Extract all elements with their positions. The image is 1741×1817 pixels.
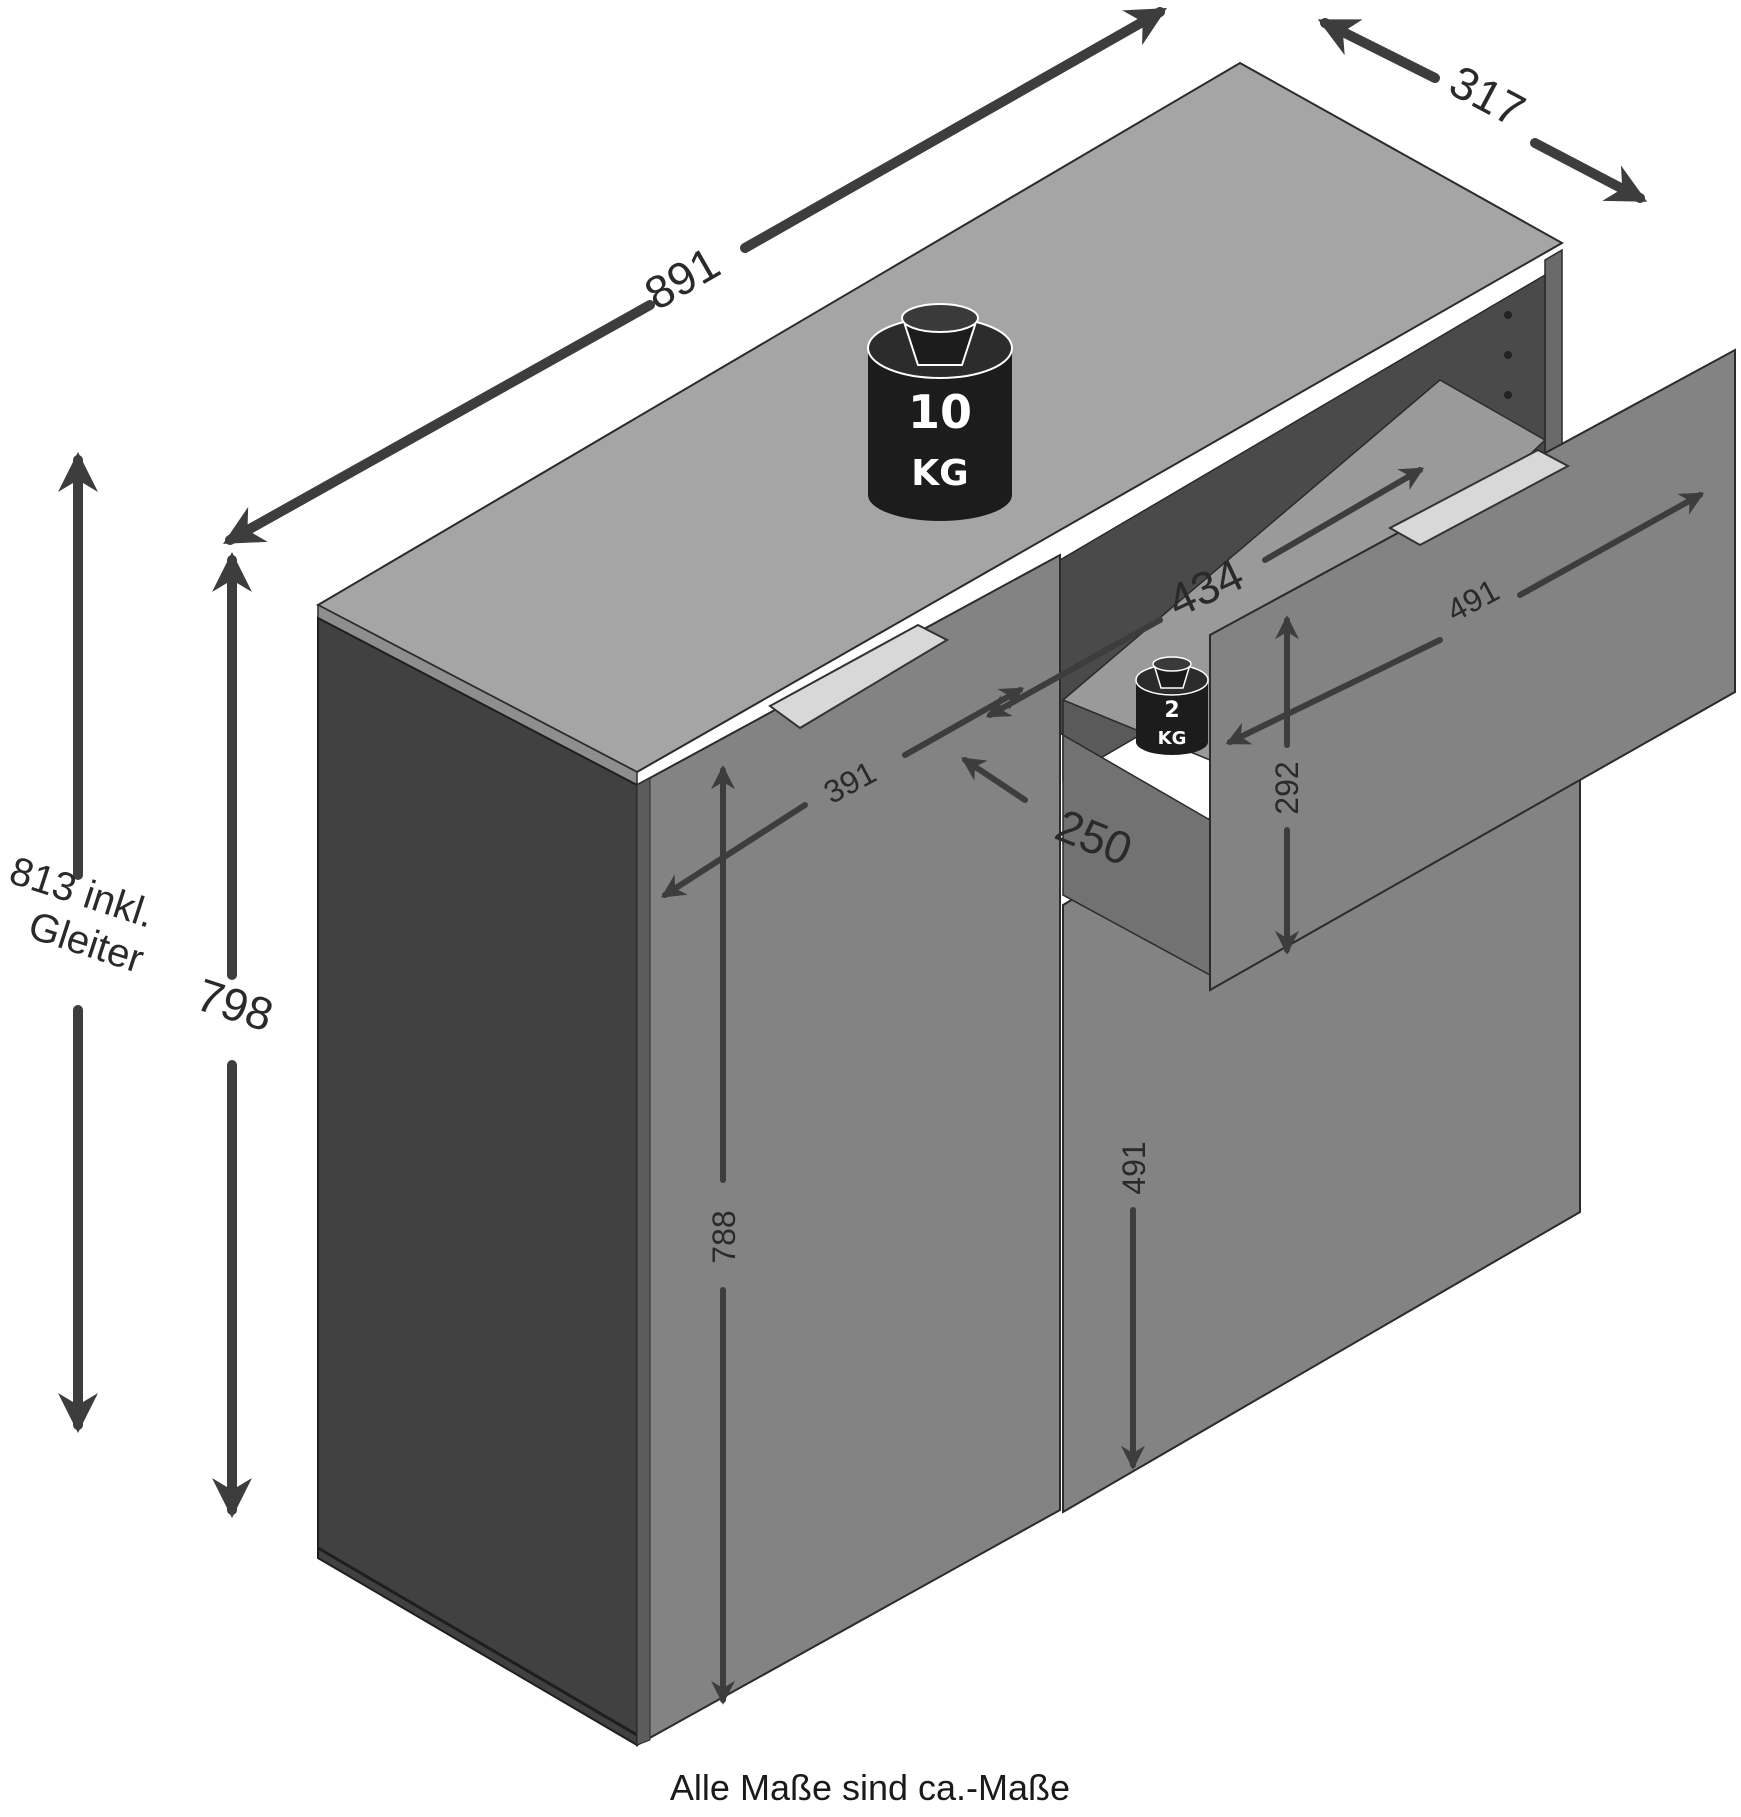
dim-line-drawer-inner — [985, 617, 1163, 718]
label-door-height: 788 — [706, 1210, 742, 1263]
plinth-line — [317, 1546, 638, 1737]
dim-line-door-width — [660, 802, 808, 898]
weight-drawer-unit: KG — [1158, 728, 1187, 749]
label-right-door-height: 491 — [1116, 1141, 1152, 1194]
dimension-lines — [58, 7, 1648, 1518]
left-door-handle — [768, 623, 950, 730]
dim-line-depth — [1530, 138, 1648, 203]
weight-top-unit: KG — [911, 453, 968, 494]
label-height-body: 798 — [190, 968, 279, 1041]
footer-note: Alle Maße sind ca.-Maße — [670, 1767, 1070, 1808]
inner-dimension-lines — [660, 467, 1705, 1705]
dim-line-width-total — [740, 7, 1167, 253]
weight-drawer-value: 2 — [1164, 698, 1179, 723]
dim-line-drawer-inner — [1262, 467, 1425, 563]
drawer-front — [1209, 348, 1736, 992]
dim-line-depth — [1317, 18, 1440, 83]
dim-line-drawer-depth — [961, 757, 1028, 803]
weight-top-value: 10 — [908, 385, 972, 439]
label-drawer-height: 292 — [1269, 761, 1305, 814]
label-depth: 317 — [1441, 55, 1533, 137]
dim-line-drawer-width — [1517, 492, 1705, 598]
dim-line-width-total — [223, 300, 655, 545]
shelf-hole — [1504, 311, 1512, 319]
drawer-handle — [1387, 448, 1571, 547]
shelf-hole — [1504, 391, 1512, 399]
left-door-edge — [636, 777, 651, 1746]
cabinet — [315, 61, 1736, 1747]
weight-icon-drawer: 2 KG — [1135, 656, 1209, 755]
dim-line-drawer-width — [1225, 637, 1443, 745]
weight-icon-top: 10 KG — [867, 303, 1013, 521]
shelf-hole — [1504, 351, 1512, 359]
